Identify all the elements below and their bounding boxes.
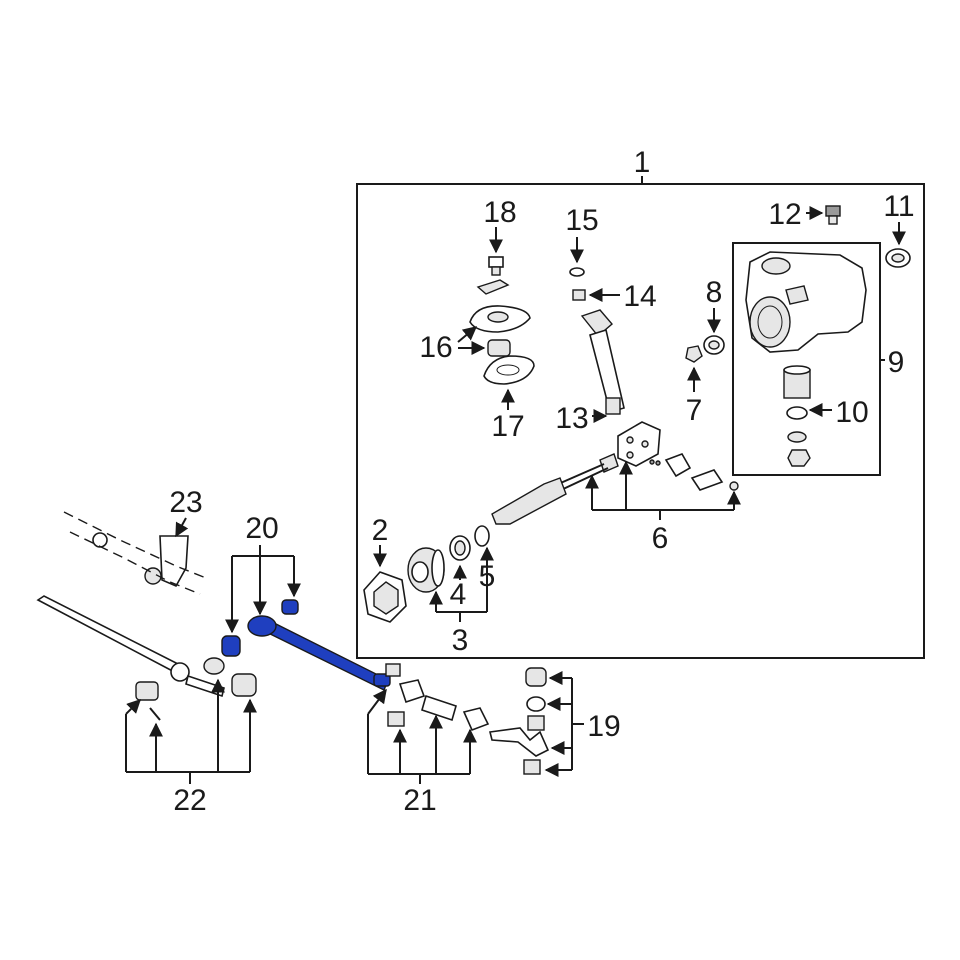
part-22-relay-rod[interactable] [36, 595, 257, 721]
callout-1: 1 [634, 146, 651, 179]
callout-23: 23 [169, 486, 202, 519]
callout-5: 5 [479, 560, 496, 593]
callout-2: 2 [372, 514, 389, 547]
callout-21: 21 [403, 784, 436, 817]
part-7-nut[interactable] [685, 345, 703, 363]
gear-assembly-frame [356, 183, 925, 659]
callout-6: 6 [652, 522, 669, 555]
frame-rail-dashed-2 [69, 531, 201, 595]
callout-3: 3 [452, 624, 469, 657]
callout-23-leader [175, 517, 189, 538]
callout-22: 22 [173, 784, 206, 817]
part-21-adjuster-sleeve[interactable] [385, 663, 490, 732]
part-20-tie-rod-highlight[interactable] [221, 599, 391, 691]
callout-11: 11 [883, 190, 914, 223]
callout-21-leader-a2 [367, 688, 387, 715]
callout-10: 10 [835, 396, 868, 429]
part-19-tie-rod-end[interactable] [489, 667, 550, 775]
part-12-bolt[interactable] [825, 205, 841, 225]
part-23-bracket[interactable] [92, 532, 189, 588]
part-8-seal[interactable] [703, 335, 725, 355]
callout-15: 15 [565, 204, 598, 237]
callout-17: 17 [491, 410, 524, 443]
callout-12: 12 [768, 198, 801, 231]
callout-14: 14 [623, 280, 656, 313]
part-15-seal[interactable] [569, 267, 585, 277]
part-4-ring[interactable] [449, 535, 471, 561]
part-9-housing[interactable] [745, 251, 867, 399]
callout-20: 20 [245, 512, 278, 545]
callout-9: 9 [888, 346, 905, 379]
part-16-cover[interactable] [469, 279, 531, 357]
part-18-bolt[interactable] [488, 256, 504, 276]
callout-16-leader-a [457, 326, 478, 343]
part-17-gasket[interactable] [483, 355, 535, 385]
callout-18: 18 [483, 196, 516, 229]
callout-8: 8 [706, 276, 723, 309]
part-2-adjuster-plug[interactable] [363, 571, 407, 623]
part-3-bearing[interactable] [407, 547, 445, 593]
part-13-valve-shaft[interactable] [580, 309, 625, 415]
callout-7: 7 [686, 394, 703, 427]
callout-19: 19 [587, 710, 620, 743]
part-10-seal[interactable] [786, 406, 811, 467]
callout-16: 16 [419, 331, 452, 364]
part-5-seal[interactable] [474, 525, 490, 547]
part-14-washer[interactable] [572, 289, 586, 301]
callout-4: 4 [450, 578, 467, 611]
callout-22-leader-a2 [125, 699, 141, 715]
callout-13: 13 [555, 402, 588, 435]
part-11-seal[interactable] [885, 248, 911, 268]
part-6-rack-piston[interactable] [491, 421, 739, 525]
